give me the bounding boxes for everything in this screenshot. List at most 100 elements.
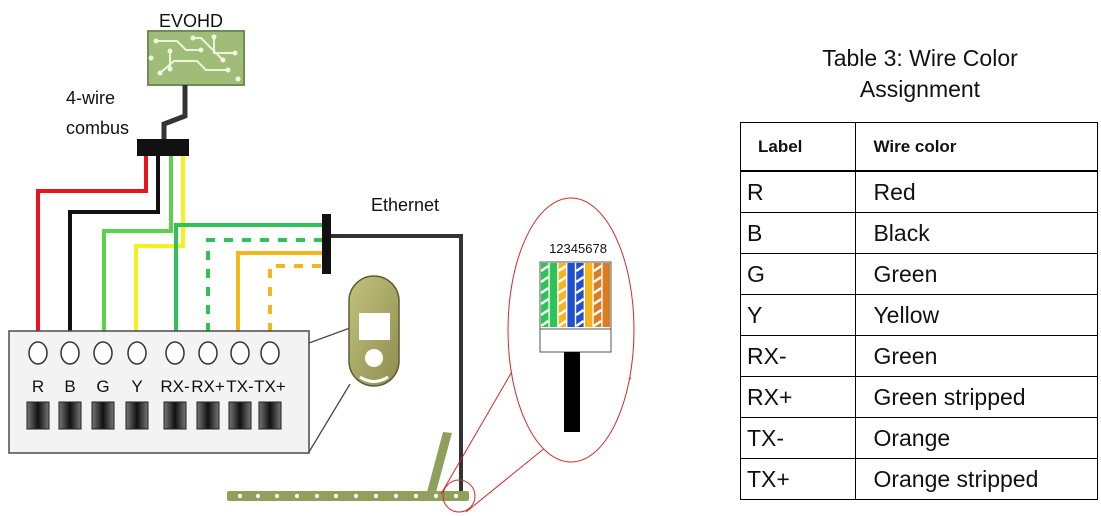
terminal-screw: [198, 341, 218, 365]
rj45-wire: [549, 263, 558, 327]
table-row: TX- Orange: [739, 417, 1098, 459]
row-label: RX-: [739, 335, 857, 377]
rj45-pins: [540, 263, 610, 328]
evohd-panel-board: [147, 30, 245, 86]
keypad-device: [348, 275, 400, 387]
terminal-contact: [125, 401, 149, 430]
rail-hole: [353, 493, 359, 499]
rail-hole: [294, 493, 300, 499]
row-label: B: [739, 212, 857, 254]
keypad-callout-lines: [308, 327, 351, 453]
ethernet-label: Ethernet: [371, 195, 439, 215]
rail-hole: [393, 493, 399, 499]
terminal-screw: [230, 341, 250, 365]
rail-hole: [373, 493, 379, 499]
row-label: G: [739, 253, 857, 295]
table-row: G Green: [739, 253, 1098, 295]
terminal-contact: [228, 401, 252, 430]
combus-connector: [137, 139, 189, 156]
table-row: Y Yellow: [739, 294, 1098, 336]
terminal-contact: [163, 401, 187, 430]
combus-label-line2: combus: [66, 118, 129, 138]
table-title: Table 3: Wire Color Assignment: [770, 43, 1070, 105]
rj45-wire: [593, 263, 602, 327]
terminal-label: RX+: [191, 377, 225, 396]
terminal-contact: [58, 401, 82, 430]
row-wire-color: Green: [855, 335, 1098, 377]
terminal-contact: [91, 401, 115, 430]
table-row: RX- Green: [739, 335, 1098, 377]
row-wire-color: Orange: [855, 417, 1098, 459]
terminal-labels: R B G Y RX-RX+TX-TX+: [32, 377, 286, 396]
terminal-contact: [26, 401, 50, 430]
terminal-label: RX-: [160, 377, 189, 396]
panel-label: EVOHD: [159, 11, 223, 31]
row-wire-color: Black: [855, 212, 1098, 254]
terminal-screw: [93, 341, 113, 365]
keypad-screen: [359, 313, 390, 340]
combus-label-line1: 4-wire: [66, 88, 115, 108]
row-label: TX-: [739, 417, 857, 459]
terminal-label: B: [64, 377, 75, 396]
wiring-diagram: EVOHD 4-wire combus Ethernet: [8, 11, 635, 513]
ethernet-wires: [174, 223, 322, 341]
terminal-screw: [28, 341, 48, 365]
terminal-contacts: [26, 401, 282, 430]
rail-hole: [333, 493, 339, 499]
rj45-cable: [564, 352, 580, 432]
rail-hole: [274, 493, 280, 499]
terminal-contact: [196, 401, 220, 430]
terminal-label: Y: [131, 377, 142, 396]
terminal-block: R B G Y RX-RX+TX-TX+: [8, 330, 310, 454]
table-title-line2: Assignment: [859, 76, 981, 102]
rail-hole: [237, 493, 243, 499]
table-row: RX+ Green stripped: [739, 376, 1098, 418]
row-wire-color: Green stripped: [855, 376, 1098, 418]
terminal-screws: [28, 341, 280, 365]
row-wire-color: Orange stripped: [855, 458, 1098, 500]
row-wire-color: Green: [855, 253, 1098, 295]
row-label: RX+: [739, 376, 857, 418]
table-title-line1: Table 3: Wire Color: [822, 45, 1018, 71]
rj45-wire: [602, 263, 610, 327]
row-wire-color: Yellow: [855, 294, 1098, 336]
terminal-label: TX-: [226, 377, 253, 396]
rj45-wire: [576, 263, 584, 327]
rj45-wire: [567, 263, 575, 327]
terminal-screw: [165, 341, 185, 365]
terminal-contact: [258, 401, 282, 430]
terminal-label: R: [32, 377, 44, 396]
rail-hole: [255, 493, 261, 499]
rail-hole: [413, 493, 419, 499]
rail-hole: [314, 493, 320, 499]
combus-wires: [36, 147, 185, 341]
terminal-screw: [260, 341, 280, 365]
row-label: Y: [739, 294, 857, 336]
rj45-wire: [585, 263, 593, 327]
column-header-label: Label: [739, 122, 857, 172]
terminal-screw: [127, 341, 147, 365]
column-header-wire-color: Wire color: [855, 122, 1098, 172]
rail-hole: [453, 493, 459, 499]
pin-numbers: 12345678: [549, 241, 607, 256]
rail-hole: [433, 493, 439, 499]
table-row: B Black: [739, 212, 1098, 254]
table-header-row: Label Wire color: [739, 122, 1098, 172]
row-label: TX+: [739, 458, 857, 500]
row-wire-color: Red: [855, 170, 1098, 213]
terminal-label: G: [96, 377, 109, 396]
row-label: R: [739, 170, 857, 213]
combus-cable: [161, 85, 188, 139]
terminal-screw: [60, 341, 80, 365]
ethernet-cable: [331, 234, 463, 498]
wire-color-table: Label Wire color R Red B Black G Green Y…: [739, 122, 1098, 500]
keypad-button: [365, 349, 383, 367]
terminal-label: TX+: [254, 377, 286, 396]
table-row: TX+ Orange stripped: [739, 458, 1098, 500]
rail-holes: [237, 493, 459, 499]
rj45-wire: [541, 263, 549, 327]
table-row: R Red: [739, 170, 1098, 213]
rj45-wire: [558, 263, 566, 327]
ethernet-connector: [322, 214, 331, 274]
mounting-rail: [227, 432, 469, 501]
